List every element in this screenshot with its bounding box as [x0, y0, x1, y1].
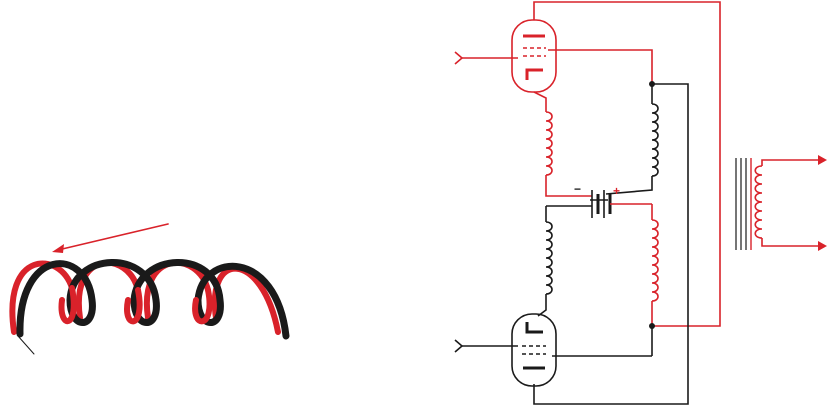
transformer-secondary-coil — [755, 166, 762, 238]
battery-positive-label: + — [613, 184, 620, 198]
upper-cathode-lead — [534, 92, 546, 112]
upper-input-terminal — [455, 52, 462, 64]
push-pull-amplifier: − + — [455, 2, 827, 404]
bifilar-coil — [12, 224, 286, 354]
upper-right-coil — [652, 104, 658, 176]
upper-left-coil-lead — [546, 175, 592, 196]
upper-tube — [512, 20, 556, 92]
output-arrow-top — [818, 155, 827, 165]
output-transformer — [736, 155, 827, 251]
current-direction-arrow — [58, 224, 168, 250]
lower-left-coil — [546, 222, 552, 294]
battery: − + — [546, 182, 652, 218]
upper-tube-cathode — [527, 70, 543, 80]
junction-lower — [649, 323, 655, 329]
lower-tube-cathode — [527, 322, 543, 332]
upper-screen-lead — [548, 50, 652, 84]
lower-right-coil — [652, 220, 658, 301]
lower-tube — [512, 314, 556, 386]
upper-left-coil — [546, 112, 552, 175]
transformer-top-lead — [762, 160, 824, 166]
junction-upper — [649, 81, 655, 87]
output-arrow-bottom — [818, 241, 827, 251]
lower-left-coil-bottom-lead — [538, 294, 546, 316]
lower-input-terminal — [455, 340, 462, 352]
lower-tube-envelope — [512, 314, 556, 386]
lead-wire — [18, 336, 34, 354]
battery-negative-label: − — [574, 182, 581, 196]
transformer-bottom-lead — [762, 238, 824, 246]
arrow-head — [52, 244, 64, 253]
